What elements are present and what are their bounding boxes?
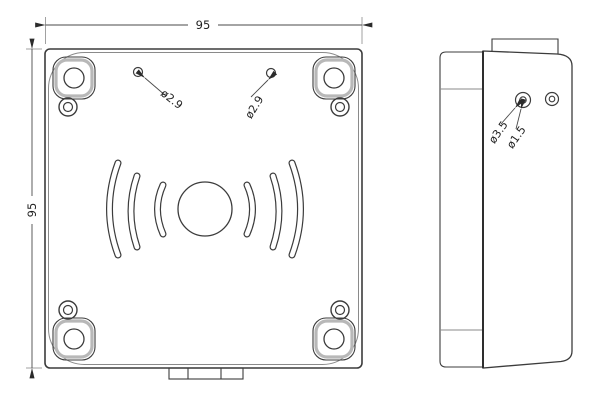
side-hole-left	[514, 91, 532, 109]
mount-ring-top-left	[58, 97, 78, 117]
top-hole-right: ø2.9	[242, 67, 278, 121]
screw-boss-top-left	[52, 56, 96, 100]
hole-left-callout: ø2.9	[158, 87, 185, 112]
corner-screw-bosses	[52, 56, 356, 361]
side-body-outline	[482, 50, 573, 369]
side-hole-right	[544, 91, 560, 107]
side-back-plate	[439, 51, 483, 368]
wave-arcs-right	[243, 159, 304, 259]
screw-boss-bottom-right	[312, 317, 356, 361]
dimension-width: 95	[35, 17, 373, 44]
enclosure-outer-outline	[44, 48, 363, 369]
side-view: ø3.5 ø1.5	[439, 38, 573, 369]
mount-ring-bottom-left	[58, 300, 78, 320]
dimension-height: 95	[25, 38, 42, 379]
width-dimension-value: 95	[196, 18, 211, 32]
speaker-wave-emblem	[106, 159, 304, 259]
top-hole-left: ø2.9	[132, 66, 185, 112]
height-dimension-value: 95	[25, 203, 39, 218]
front-view: 95 95	[25, 17, 373, 380]
wave-arcs-left	[106, 159, 167, 259]
hole-right-callout: ø2.9	[242, 94, 266, 121]
side-hole-callouts: ø3.5 ø1.5	[486, 98, 529, 151]
faceplate-inner-outline	[48, 52, 359, 365]
mounting-hole-rings	[58, 97, 350, 320]
screw-boss-bottom-left	[52, 317, 96, 361]
bottom-cable-tab	[168, 367, 244, 380]
side-top-tab	[491, 38, 559, 54]
mount-ring-top-right	[330, 97, 350, 117]
mount-ring-bottom-right	[330, 300, 350, 320]
wave-center-circle	[177, 181, 233, 237]
screw-boss-top-right	[312, 56, 356, 100]
